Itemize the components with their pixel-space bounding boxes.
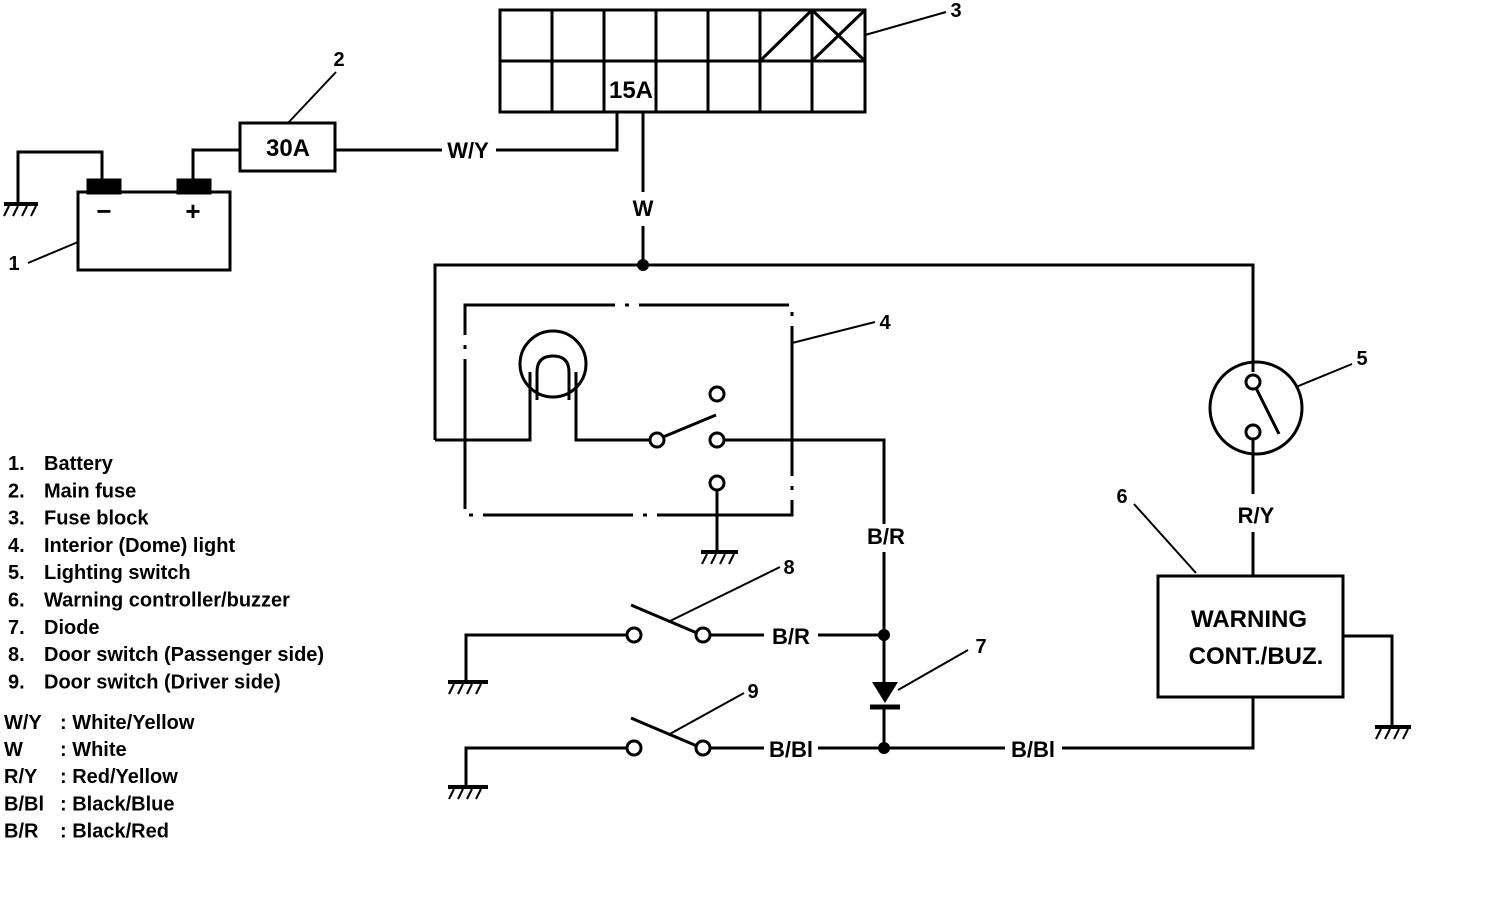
legend-item-text: Door switch (Driver side) <box>44 671 281 693</box>
legend-color-code: W/Y <box>4 712 42 734</box>
door-switch-passenger <box>625 603 712 644</box>
dome-light-housing <box>463 303 794 517</box>
lighting-switch <box>1208 360 1304 456</box>
legend-color-text: : Black/Blue <box>60 793 174 815</box>
legend-item-number: 2. <box>8 480 25 502</box>
callout-8: 8 <box>783 557 794 579</box>
ground-symbol-passenger <box>448 680 488 695</box>
wire-label-bbl-right: B/Bl <box>1011 737 1055 762</box>
callout-line-9 <box>667 692 745 736</box>
legend-color-code: B/R <box>4 820 39 842</box>
battery: − + <box>76 178 232 272</box>
callout-line-1 <box>27 241 79 264</box>
fuse-block-rating: 15A <box>609 77 653 104</box>
dome-light-switch <box>648 385 726 492</box>
callout-line-6 <box>1133 503 1197 574</box>
wire-wy-right <box>496 112 619 152</box>
diode <box>870 682 900 710</box>
legend-item-number: 5. <box>8 562 25 584</box>
callout-line-5 <box>1295 363 1353 388</box>
lighting-switch-terminal-bottom <box>1244 423 1262 441</box>
legend-item-number: 3. <box>8 508 25 530</box>
callout-line-2 <box>287 71 337 124</box>
battery-plus-sign: + <box>185 196 200 226</box>
legend-color-text: : White <box>60 739 127 761</box>
ground-symbol-dome <box>701 550 738 565</box>
callout-5: 5 <box>1356 348 1367 370</box>
legend-item-number: 4. <box>8 535 25 557</box>
legend-color-text: : Red/Yellow <box>60 766 178 788</box>
wire-bbl-right <box>1062 697 1255 750</box>
wire-label-br-door: B/R <box>772 624 810 649</box>
lighting-switch-terminal-top <box>1244 373 1262 391</box>
legend-item-text: Interior (Dome) light <box>44 535 235 557</box>
wire-label-wy: W/Y <box>447 138 489 163</box>
warning-box-line2: CONT./BUZ. <box>1189 643 1324 670</box>
legend-item-number: 7. <box>8 617 25 639</box>
door-switch-driver <box>625 716 712 757</box>
callout-line-8 <box>667 566 781 623</box>
legend-color-code: W <box>4 739 23 761</box>
legend-item-text: Fuse block <box>44 508 149 530</box>
legend-item-text: Lighting switch <box>44 562 191 584</box>
lighting-switch-blade <box>1254 387 1281 435</box>
main-fuse-rating: 30A <box>266 135 310 162</box>
legend-color-text: : Black/Red <box>60 820 169 842</box>
main-fuse <box>238 121 337 173</box>
door-switch-driver-ground-wire <box>464 746 627 787</box>
legend-color-code: B/Bl <box>4 793 44 815</box>
wire-label-bbl-door: B/Bl <box>769 737 813 762</box>
callout-3: 3 <box>950 0 961 22</box>
battery-positive-terminal <box>176 178 212 195</box>
legend: 1. Battery 2. Main fuse 3. Fuse block 4. Interi… <box>4 453 324 842</box>
battery-negative-terminal <box>86 178 122 195</box>
legend-item-number: 9. <box>8 671 25 693</box>
dome-light-return-wire <box>574 372 650 442</box>
dome-light-bulb <box>518 329 588 399</box>
wire-label-ry: R/Y <box>1238 503 1275 528</box>
battery-minus-sign: − <box>96 196 111 226</box>
callout-line-4 <box>791 321 876 344</box>
legend-color-code: R/Y <box>4 766 38 788</box>
warning-box-line1: WARNING <box>1191 606 1307 633</box>
callout-2: 2 <box>333 49 344 71</box>
dome-light-filament <box>535 354 571 400</box>
callout-line-3 <box>864 11 947 36</box>
legend-item-text: Battery <box>44 453 114 475</box>
warning-controller-box <box>1156 574 1345 699</box>
wire-w-bus <box>433 263 1255 440</box>
legend-item-text: Diode <box>44 617 100 639</box>
battery-body <box>76 190 232 272</box>
wire-label-w: W <box>633 196 654 221</box>
dome-light-feed-wire <box>435 372 532 442</box>
wire-label-br-vertical: B/R <box>867 524 905 549</box>
legend-item-text: Door switch (Passenger side) <box>44 644 324 666</box>
callout-4: 4 <box>879 312 891 334</box>
door-switch-passenger-ground-wire <box>464 633 627 682</box>
legend-item-text: Main fuse <box>44 480 136 502</box>
legend-color-text: : White/Yellow <box>60 712 195 734</box>
legend-item-number: 8. <box>8 644 25 666</box>
legend-item-number: 6. <box>8 590 25 612</box>
ground-symbol-driver <box>448 785 488 800</box>
callout-1: 1 <box>8 253 19 275</box>
legend-item-number: 1. <box>8 453 25 475</box>
warning-controller-ground-wire <box>1343 634 1394 727</box>
wire-br-upper <box>724 438 886 524</box>
ground-symbol-warning <box>1375 725 1411 740</box>
callout-6: 6 <box>1116 486 1127 508</box>
callout-9: 9 <box>747 681 758 703</box>
battery-ground-wire <box>16 150 104 204</box>
callout-7: 7 <box>975 636 986 658</box>
legend-item-text: Warning controller/buzzer <box>44 590 290 612</box>
battery-positive-wire <box>191 148 240 180</box>
fuse-block <box>498 8 867 114</box>
callout-line-7 <box>897 649 969 691</box>
ground-symbol-battery <box>3 202 38 217</box>
